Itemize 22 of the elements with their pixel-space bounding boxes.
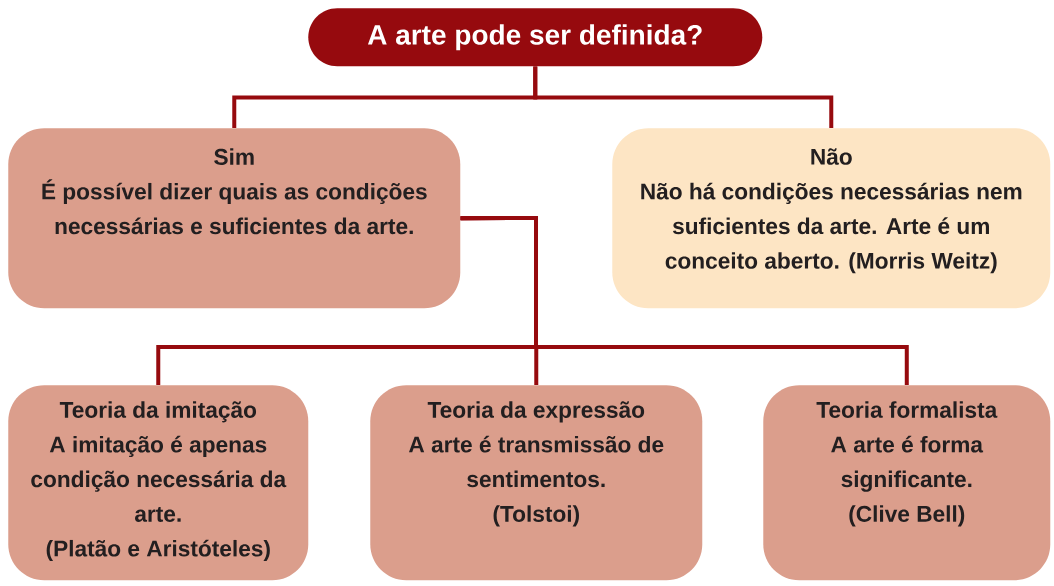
category-box <box>612 128 1051 309</box>
attribution-text: (Tolstoi) <box>493 505 579 527</box>
connector-line <box>460 216 909 385</box>
attribution-text: (Platão e Aristóteles) <box>46 539 270 562</box>
theory-box <box>8 385 309 581</box>
question-text: A arte pode ser definida? <box>367 24 702 51</box>
box-text: A imitação é apenas condição necessária da arte. <box>31 435 287 522</box>
question-box <box>308 8 763 67</box>
box-text: A arte é transmissão de sentimentos. <box>408 435 664 488</box>
box-heading: Teoria da imitação <box>59 401 257 423</box>
box-heading: Não <box>811 148 852 165</box>
box-text: Não há condições necessárias nem suficientes da arte. Arte é um conceito aberto. (Morris Weitz) <box>641 182 1022 274</box>
box-text: É possível dizer quais as condições necessárias e suficientes da arte. <box>42 179 427 235</box>
box-text: A arte é forma significante. <box>831 435 984 492</box>
theory-box <box>763 385 1051 581</box>
connector-line <box>533 66 834 128</box>
box-heading: Teoria formalista <box>816 401 998 418</box>
box-heading: Teoria da expressão <box>427 401 645 423</box>
theory-box <box>370 385 703 581</box>
box-heading: Sim <box>214 148 254 165</box>
category-box <box>8 128 461 309</box>
attribution-text: (Clive Bell) <box>849 505 965 527</box>
